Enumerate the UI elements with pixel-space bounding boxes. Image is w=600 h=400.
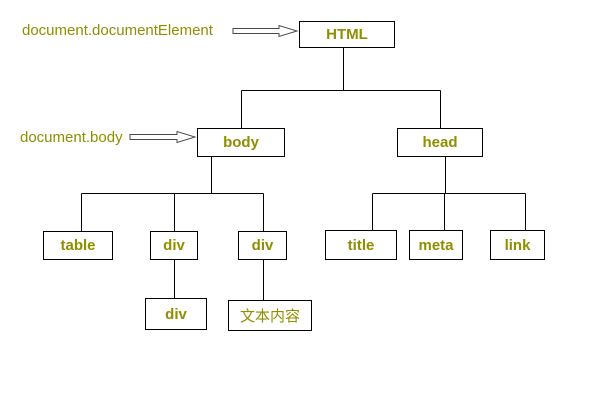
node-title: title xyxy=(325,230,397,260)
right-arrow-icon xyxy=(232,24,299,38)
node-head: head xyxy=(397,128,483,157)
node-text-content: 文本内容 xyxy=(228,300,312,331)
right-arrow-icon xyxy=(129,130,197,144)
node-body: body xyxy=(197,128,285,157)
node-div-left: div xyxy=(150,231,198,260)
node-link: link xyxy=(490,230,545,260)
document-body-label: document.body xyxy=(20,129,123,146)
node-div-right: div xyxy=(238,231,287,260)
node-table: table xyxy=(43,231,113,260)
node-html: HTML xyxy=(299,21,395,48)
node-meta: meta xyxy=(409,230,463,260)
document-element-label: document.documentElement xyxy=(22,22,213,39)
node-div-child: div xyxy=(145,298,207,330)
